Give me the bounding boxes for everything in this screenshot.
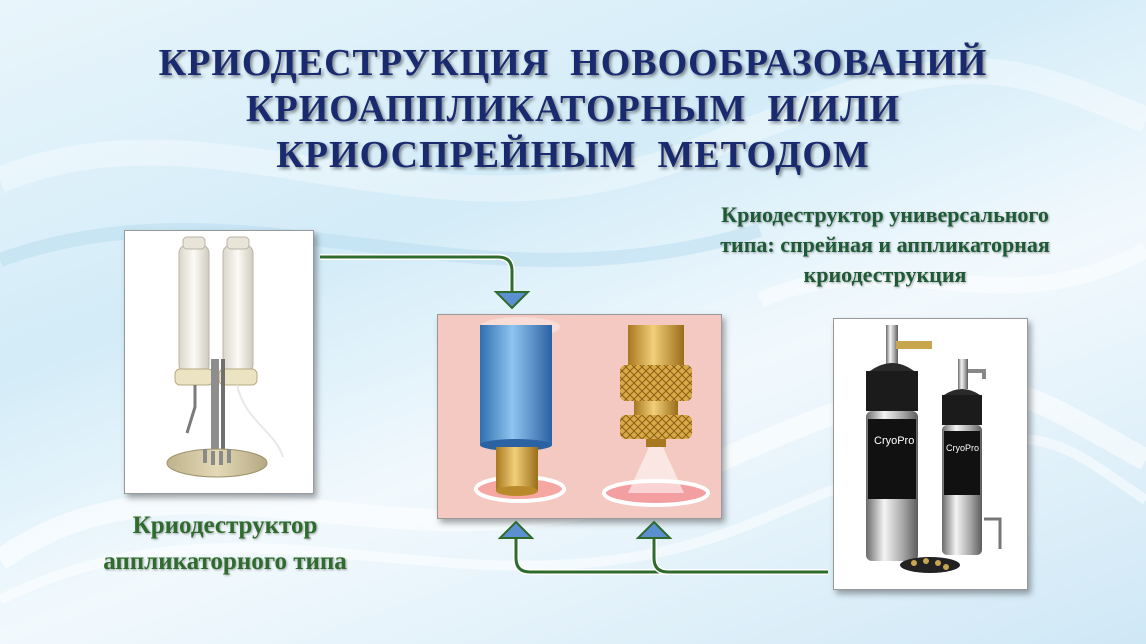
applicator-and-spray-tips-illustration — [437, 314, 722, 519]
canisters-illustration: CryoPro CryoPro — [866, 325, 1002, 573]
applicator-device-photo — [124, 230, 314, 494]
arrow-from-applicator-device — [320, 254, 531, 310]
canister-brand-large: CryoPro — [874, 435, 914, 447]
caption-universal-line-1: Криодеструктор универсального — [721, 202, 1049, 227]
caption-universal-cryodestructor: Криодеструктор универсального типа: спре… — [655, 200, 1115, 290]
arrow-to-applicator-tip — [497, 520, 828, 575]
title-line-3: КРИОСПРЕЙНЫМ МЕТОДОМ — [276, 134, 870, 176]
canister-brand-small: CryoPro — [946, 443, 979, 453]
caption-applicator-line-2: аппликаторного типа — [103, 548, 347, 575]
caption-universal-line-3: криодеструкция — [803, 262, 967, 287]
universal-device-photo: CryoPro CryoPro — [833, 318, 1028, 590]
slide-title: КРИОДЕСТРУКЦИЯ НОВООБРАЗОВАНИЙ КРИОАППЛИ… — [60, 40, 1086, 178]
caption-applicator-line-1: Криодеструктор — [132, 512, 318, 539]
title-line-1: КРИОДЕСТРУКЦИЯ НОВООБРАЗОВАНИЙ — [158, 42, 988, 84]
applicator-device-illustration — [166, 236, 284, 478]
tips-illustration — [438, 315, 721, 518]
arrow-to-spray-tip — [635, 520, 828, 575]
caption-universal-line-2: типа: спрейная и аппликаторная — [720, 232, 1050, 257]
caption-applicator-cryodestructor: Криодеструктор аппликаторного типа — [40, 508, 410, 580]
title-line-2: КРИОАППЛИКАТОРНЫМ И/ИЛИ — [245, 88, 901, 130]
